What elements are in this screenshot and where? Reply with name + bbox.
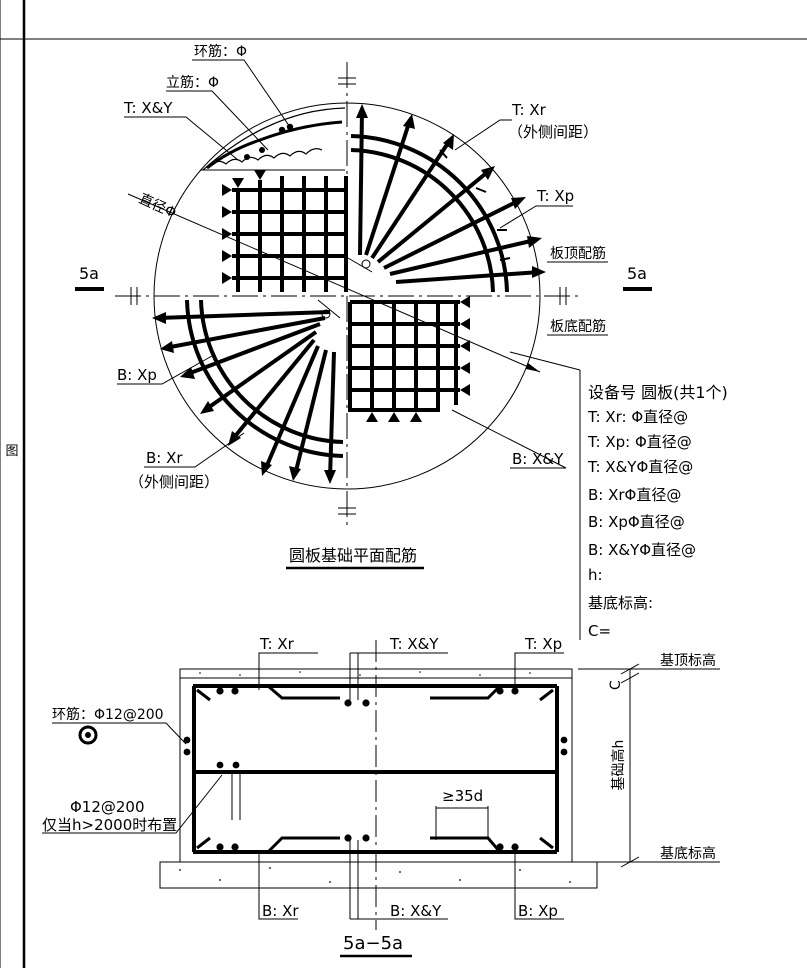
diameter-arrow [526, 363, 540, 372]
bottom-xp-label: B: Xp [117, 366, 157, 384]
section-bottom-xy-label: B: X&Y [390, 902, 442, 920]
schedule-row: T: Xp: Φ直径@ [587, 433, 692, 451]
schedule-row: T: Xr: Φ直径@ [587, 408, 688, 426]
bottom-xr-label: B: Xr [146, 449, 183, 467]
plan-view: 5a 5a 环筋：Φ 立筋：Φ T: X&Y 直径Φ T: Xr （外侧间距） … [75, 43, 652, 570]
bottom-ring-bars [185, 299, 344, 458]
section-top-xp-label: T: Xp [524, 635, 562, 653]
diameter-leader [509, 351, 581, 371]
mid-bar-note: 仅当h>2000时布置 [42, 816, 177, 834]
base-pad [159, 861, 598, 889]
rebar-cage [192, 684, 559, 854]
cover-label: C [608, 680, 624, 690]
schedule: 设备号 圆板(共1个) T: Xr: Φ直径@ T: Xp: Φ直径@ T: X… [579, 370, 728, 640]
section-top-xy-label: T: X&Y [389, 635, 439, 653]
diameter-label: 直径Φ [136, 190, 179, 221]
schedule-row: T: X&YΦ直径@ [587, 458, 693, 476]
top-xp-label: T: Xp [536, 187, 574, 205]
top-xr-note: （外侧间距） [508, 123, 598, 141]
schedule-row: 基底标高: [588, 594, 653, 612]
slab-bottom-label: 板底配筋 [550, 318, 606, 335]
height-label: 基础高h [610, 740, 627, 791]
section-top-xr-label: T: Xr [259, 635, 295, 653]
top-xr-label: T: Xr [511, 101, 547, 119]
section-label-right: 5a [627, 264, 647, 283]
plan-leaders [117, 59, 608, 469]
ring-bar-label: 环筋：Φ [194, 43, 247, 60]
concrete-hatch [179, 671, 571, 883]
slab-top-label: 板顶配筋 [550, 245, 606, 262]
lap-bars [196, 684, 554, 854]
top-xy-hooks [222, 170, 266, 284]
schedule-row: B: XpΦ直径@ [588, 513, 685, 531]
lap-length-label: ≥35d [442, 787, 483, 805]
plan-title: 圆板基础平面配筋 [289, 546, 417, 565]
schedule-row: h: [588, 566, 603, 584]
center-dims [317, 257, 373, 319]
top-radial-arrows [356, 104, 546, 278]
diameter-line [127, 193, 541, 373]
section-title: 5a−5a [343, 933, 403, 954]
bottom-radial-arrows [152, 312, 336, 484]
section-bottom-xp-label: B: Xp [518, 902, 558, 920]
schedule-row: B: X&YΦ直径@ [588, 541, 696, 559]
section-leaders [42, 652, 720, 920]
bottom-xr-note: （外侧间距） [129, 473, 219, 491]
section-bottom-xr-label: B: Xr [262, 902, 299, 920]
section-label-left: 5a [79, 264, 99, 283]
mid-bar-label: Φ12@200 [70, 798, 145, 816]
bar-dots [183, 687, 568, 851]
hoop-symbol [78, 725, 98, 745]
top-ring-marks [439, 149, 511, 261]
section-mark-right [623, 287, 652, 291]
section-view: T: Xr T: X&Y T: Xp 基顶标高 基底标高 C 基础高h 环筋：Φ… [42, 635, 720, 958]
bottom-xy-hooks [366, 296, 470, 422]
schedule-row: B: XrΦ直径@ [588, 486, 681, 504]
bottom-xy-label: B: X&Y [512, 450, 564, 468]
hoop-label: 环筋：Φ12@200 [52, 706, 164, 723]
top-level-label: 基顶标高 [660, 652, 716, 669]
schedule-row: C= [588, 622, 611, 640]
top-radial-bars [358, 109, 541, 284]
center-lines [115, 62, 580, 528]
side-label: 图 [5, 444, 18, 459]
bottom-xy-mesh [348, 300, 460, 412]
section-mark-left [75, 287, 104, 291]
top-xy-label: T: X&Y [123, 99, 173, 117]
top-xy-mesh [232, 176, 348, 292]
schedule-header: 设备号 圆板(共1个) [588, 383, 728, 402]
edge-section [200, 107, 346, 171]
bottom-level-label: 基底标高 [660, 845, 716, 862]
vertical-bar-label: 立筋：Φ [166, 74, 219, 91]
